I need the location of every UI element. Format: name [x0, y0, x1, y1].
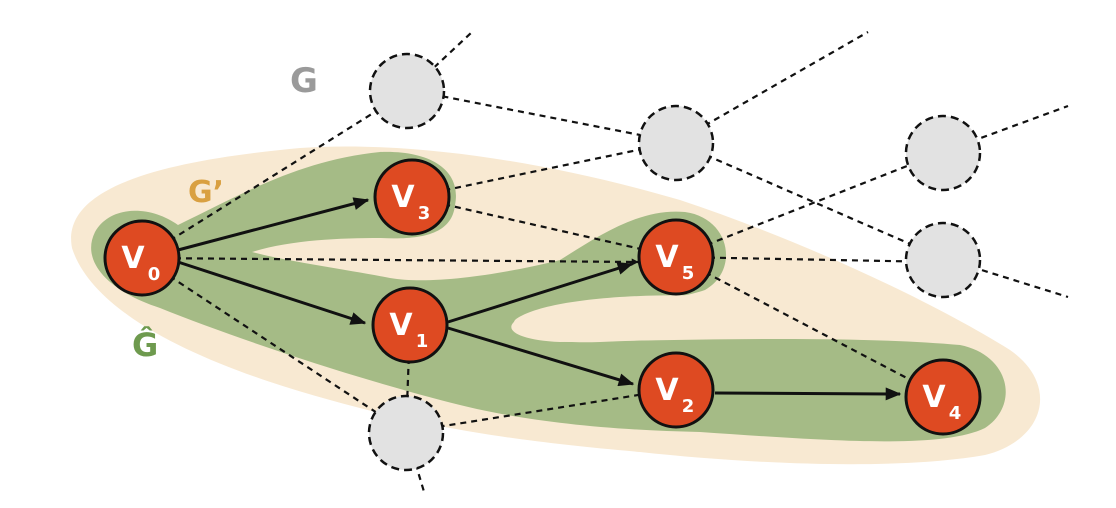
node-v4-sub: 4: [949, 403, 962, 424]
edge-ghost5-v2: [405, 387, 677, 434]
node-v3-letter: V: [391, 180, 415, 215]
edge-ghost2-ghost4: [675, 140, 941, 259]
node-v5: V 5: [637, 218, 715, 296]
node-v5-letter: V: [655, 240, 679, 275]
ghost-node-2: [637, 104, 715, 182]
ghost-nodes: [367, 52, 982, 472]
ghost-node-5: [367, 394, 445, 472]
node-v2-sub: 2: [682, 396, 695, 417]
node-v1-letter: V: [389, 308, 413, 343]
arrow-v2-v4: [714, 387, 902, 401]
arrow-v1-v2: [447, 326, 635, 387]
label-g: G: [290, 61, 318, 101]
edge-v5-ghost4: [675, 255, 941, 264]
node-v0-letter: V: [121, 241, 145, 276]
g-hat-inner-gap: [513, 295, 869, 343]
g-hat-region: [91, 151, 1006, 442]
node-v1: V 1: [371, 286, 449, 364]
label-g-prime: G’: [188, 175, 224, 210]
edge-v0-ghost1: [141, 89, 411, 259]
ghost-node-3: [904, 114, 982, 192]
node-v4-letter: V: [922, 380, 946, 415]
edge-v3-v5: [411, 195, 677, 259]
node-v3-sub: 3: [418, 203, 431, 224]
arrow-v0-v3: [177, 197, 370, 252]
node-v1-sub: 1: [416, 331, 429, 352]
ghost-node-1: [368, 52, 446, 130]
node-v4: V 4: [904, 358, 982, 436]
node-v5-sub: 5: [682, 263, 695, 284]
edge-ghost1-ghost2: [409, 88, 677, 144]
solid-edges: [177, 197, 902, 401]
edge-v3-ghost2: [411, 140, 677, 199]
arrow-v0-v1: [177, 260, 367, 325]
node-v0-sub: 0: [148, 264, 161, 285]
ghost-node-4: [904, 221, 982, 299]
node-v3: V 3: [373, 158, 451, 236]
node-v2: V 2: [637, 351, 715, 429]
edge-v5-ghost3: [675, 151, 941, 259]
label-g-hat: Ĝ: [132, 325, 158, 364]
edge-v0-v5-dashed: [141, 256, 639, 266]
node-v0: V 0: [103, 219, 181, 297]
arrow-v1-v5: [447, 262, 634, 324]
node-v2-letter: V: [655, 373, 679, 408]
edge-v0-ghost5: [141, 257, 407, 433]
